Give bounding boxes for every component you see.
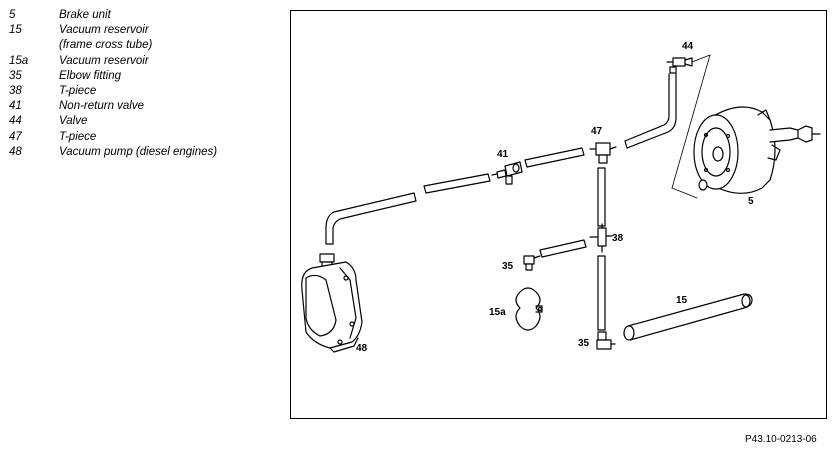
legend-number: 47 [9,130,22,143]
hose-38-to-35-lower [597,255,606,331]
callout-15a: 15a [489,307,506,318]
non-return-valve-41 [491,161,523,185]
legend-label: Elbow fitting [59,69,122,82]
elbow-fitting-35-upper [523,255,541,271]
callout-44: 44 [682,41,694,52]
legend-item-41: 41 Non-return valve [9,99,217,114]
t-piece-38 [589,223,613,253]
vacuum-pump-48 [301,253,363,353]
legend-number: 38 [9,85,22,98]
callout-48: 48 [356,343,368,354]
valve-44 [666,57,693,74]
legend-item-47: 47 T-piece [9,130,217,145]
legend-number: 15 [9,24,22,37]
callout-41: 41 [497,149,509,160]
legend-item-38: 38 T-piece [9,84,217,99]
legend-item-15: 15 Vacuum reservoir [9,23,217,38]
legend-number: 15a [9,54,29,67]
legend-item-35: 35 Elbow fitting [9,69,217,84]
legend-label: Vacuum pump (diesel engines) [59,145,218,158]
callout-35-lower: 35 [578,338,590,349]
legend-item-5: 5 Brake unit [9,8,217,23]
callout-47: 47 [591,126,603,137]
hose-47-to-41 [524,147,585,168]
legend-label: Vacuum reservoir [59,24,149,37]
leader-lines-44 [671,54,711,199]
legend-number: 41 [9,100,22,113]
hose-valve-to-t-piece-47 [624,73,677,149]
legend-label: Vacuum reservoir [59,54,149,67]
callout-35-upper: 35 [502,261,514,272]
legend-item-44: 44 Valve [9,114,217,129]
legend-label: Valve [59,115,88,128]
hose-38-to-35 [539,239,587,258]
legend-item-15a: 15a Vacuum reservoir [9,54,217,69]
vacuum-reservoir-15 [623,293,753,341]
legend-label: (frame cross tube) [59,39,153,52]
hose-41-to-48 [325,173,491,245]
elbow-fitting-35-lower [596,331,616,350]
t-piece-47 [589,142,617,164]
legend-item-48: 48 Vacuum pump (diesel engines) [9,145,217,160]
legend-label: T-piece [59,85,97,98]
diagram-frame [290,10,827,419]
reference-code: P43.10-0213-06 [745,434,817,445]
legend-number: 44 [9,115,22,128]
legend-number: 5 [9,9,16,21]
legend-item-15-continued: (frame cross tube) [9,38,217,53]
brake-unit-5 [693,106,821,194]
legend-label: T-piece [59,130,97,143]
callout-15: 15 [676,295,688,306]
callout-38: 38 [612,233,624,244]
vacuum-reservoir-15a [515,287,543,331]
hose-47-to-38 [597,167,606,227]
legend-number: 35 [9,69,22,82]
legend-label: Brake unit [59,9,111,21]
callout-5: 5 [748,196,754,207]
parts-legend: 5 Brake unit 15 Vacuum reservoir (frame … [9,8,217,160]
legend-number: 48 [9,145,22,158]
legend-label: Non-return valve [59,100,145,113]
